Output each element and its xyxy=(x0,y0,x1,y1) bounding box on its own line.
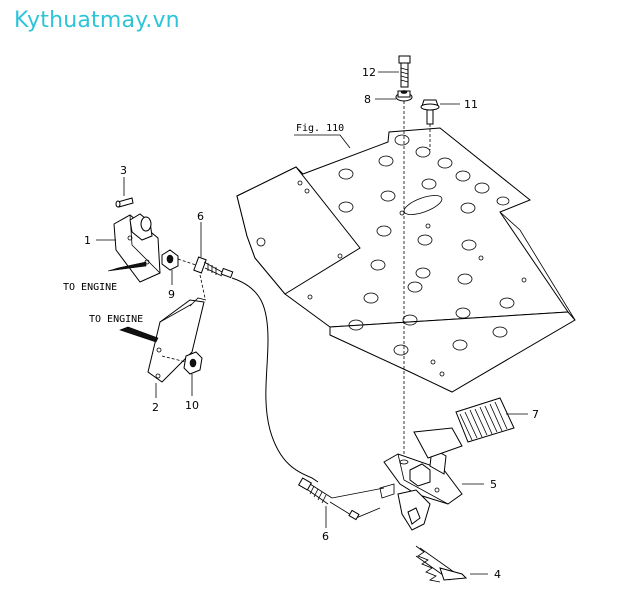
to-engine-label-lower: TO ENGINE xyxy=(89,314,143,325)
callout-6-lower: 6 xyxy=(322,530,329,543)
floor-plate xyxy=(236,127,576,393)
callout-1: 1 xyxy=(84,234,91,247)
callout-8: 8 xyxy=(364,93,371,106)
callout-6-upper: 6 xyxy=(197,210,204,223)
callout-10: 10 xyxy=(185,399,199,412)
pin-3 xyxy=(115,197,134,208)
plate-2 xyxy=(147,297,207,383)
watermark-logo: Kythuatmay.vn xyxy=(14,8,180,33)
bracket-1 xyxy=(113,213,161,283)
bolt-10 xyxy=(183,351,203,375)
spring-4 xyxy=(415,545,468,583)
bolt-12 xyxy=(398,55,411,88)
cable-adjuster-6-lower xyxy=(297,477,385,521)
control-cable xyxy=(231,277,319,483)
figure-ref-label: Fig. 110 xyxy=(296,123,344,134)
nut-9 xyxy=(161,249,179,271)
pedal-pad-7 xyxy=(413,397,515,459)
callout-4: 4 xyxy=(494,568,501,581)
callout-2: 2 xyxy=(152,401,159,414)
callout-9: 9 xyxy=(168,288,175,301)
cable-adjuster-6-upper xyxy=(193,256,234,279)
callout-5: 5 xyxy=(490,478,497,491)
to-engine-label-upper: TO ENGINE xyxy=(63,282,117,293)
washer-8 xyxy=(395,90,413,102)
plate-holes xyxy=(297,134,527,377)
callout-3: 3 xyxy=(120,164,127,177)
callout-11: 11 xyxy=(464,98,478,111)
pedal-arm-5 xyxy=(379,447,463,531)
bolt-11 xyxy=(420,99,440,125)
callout-7: 7 xyxy=(532,408,539,421)
callout-12: 12 xyxy=(362,66,376,79)
